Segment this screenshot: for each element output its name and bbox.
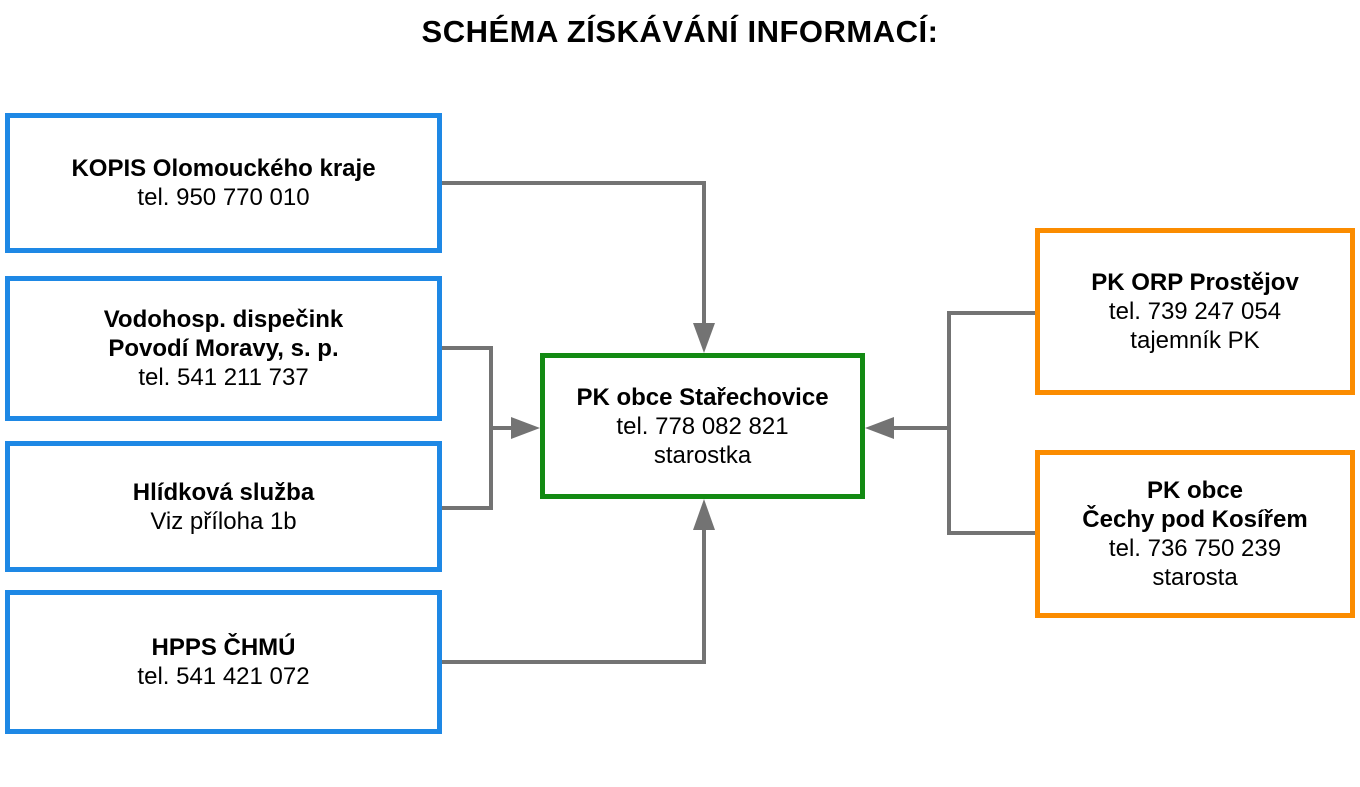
box-line: Hlídková služba <box>132 478 315 506</box>
arrowhead-left <box>511 417 540 439</box>
box-line: starostka <box>653 441 752 469</box>
connector-vodo <box>442 346 493 510</box>
arrowhead-right <box>865 417 894 439</box>
box-line: PK obce <box>1146 477 1244 504</box>
box-line: HPPS ČHMÚ <box>151 634 296 661</box>
connector-kopis <box>442 181 706 335</box>
source-box-vodohosp: Vodohosp. dispečink Povodí Moravy, s. p.… <box>5 276 442 421</box>
box-line: tel. 541 421 072 <box>137 663 310 690</box>
box-line: tajemník PK <box>1130 327 1260 354</box>
box-line: KOPIS Olomouckého kraje <box>71 155 376 182</box>
source-box-hlidkova: Hlídková služba Viz příloha 1b <box>5 441 442 572</box>
right-box-cechy-pod-kosirem: PK obce Čechy pod Kosířem tel. 736 750 2… <box>1035 450 1355 618</box>
box-line: Povodí Moravy, s. p. <box>108 335 339 362</box>
box-line: tel. 950 770 010 <box>137 184 310 211</box>
center-box-starechovice: PK obce Stařechovice tel. 778 082 821 st… <box>540 353 865 499</box>
box-line: PK ORP Prostějov <box>1091 269 1299 296</box>
right-box-orp-prostejov: PK ORP Prostějov tel. 739 247 054 tajemn… <box>1035 228 1355 395</box>
box-line: Viz příloha 1b <box>150 507 297 535</box>
box-line: tel. 739 247 054 <box>1108 298 1282 325</box>
arrowhead-top <box>693 323 715 353</box>
connector-right <box>947 311 1035 535</box>
connector-hpps <box>442 518 706 664</box>
box-line: starosta <box>1152 564 1238 591</box>
box-line: tel. 736 750 239 <box>1108 535 1282 562</box>
box-line: tel. 541 211 737 <box>138 364 309 391</box>
source-box-hpps: HPPS ČHMÚ tel. 541 421 072 <box>5 590 442 734</box>
arrowhead-bottom <box>693 499 715 530</box>
diagram-title: SCHÉMA ZÍSKÁVÁNÍ INFORMACÍ: <box>421 14 939 49</box>
box-line: PK obce Stařechovice <box>576 383 829 411</box>
box-line: Čechy pod Kosířem <box>1082 506 1308 533</box>
box-line: tel. 778 082 821 <box>616 412 789 440</box>
box-line: Vodohosp. dispečink <box>103 306 344 333</box>
source-box-kopis: KOPIS Olomouckého kraje tel. 950 770 010 <box>5 113 442 253</box>
